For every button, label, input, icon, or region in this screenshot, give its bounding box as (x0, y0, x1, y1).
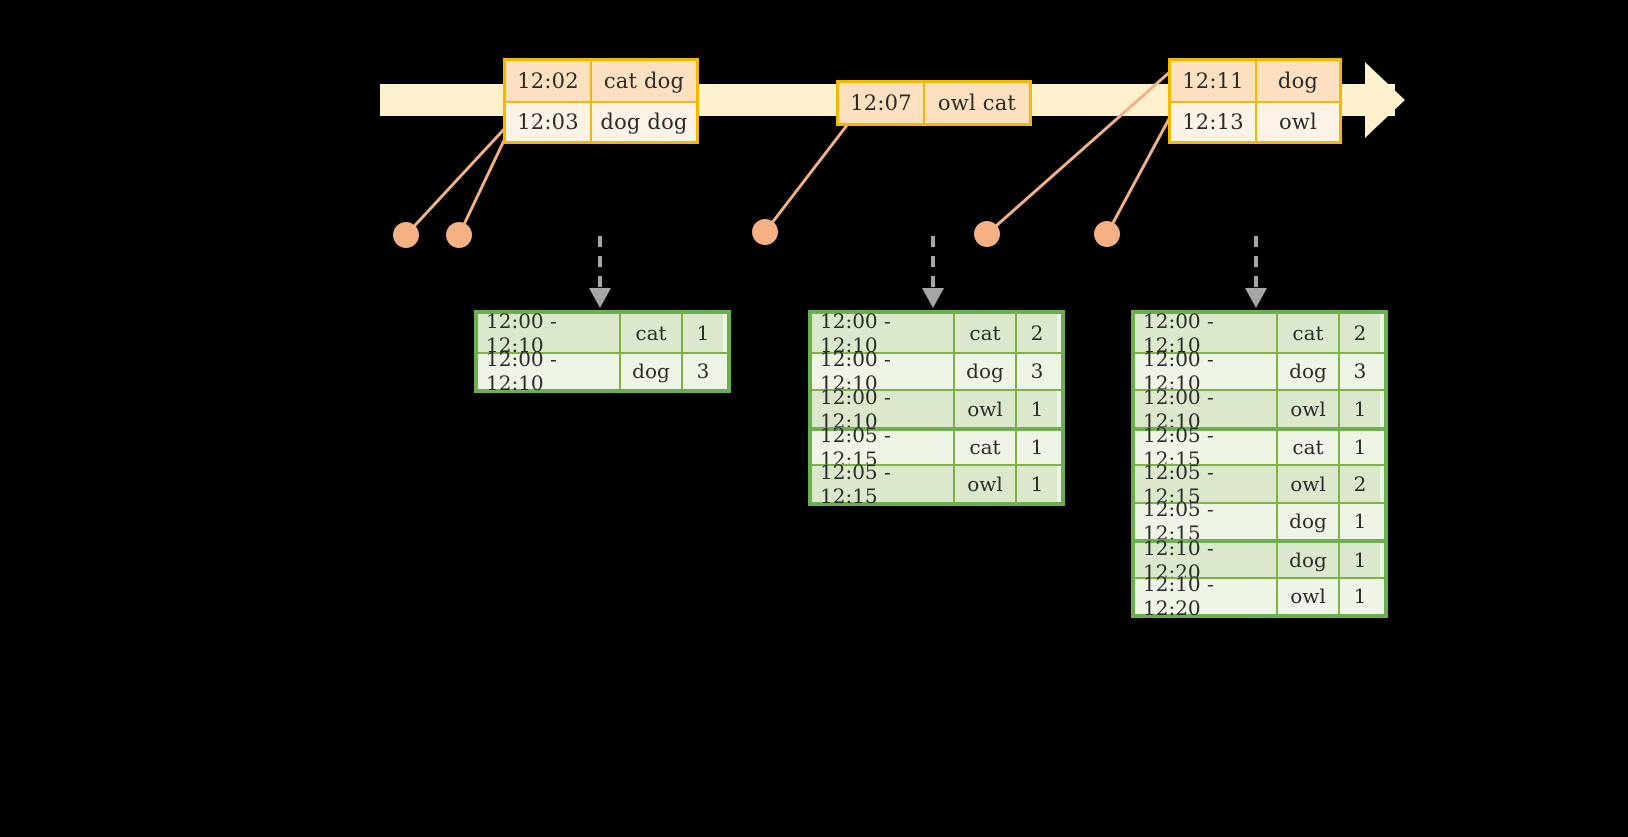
event-words: dog dog (592, 103, 696, 141)
window-cell: 12:05 - 12:15 (812, 460, 955, 508)
event-dot-1213-line (1105, 105, 1178, 235)
word-cell: dog (1278, 353, 1340, 389)
window-cell: 12:05 - 12:15 (1135, 460, 1278, 508)
count-cell: 1 (1017, 391, 1057, 427)
word-cell: cat (1278, 314, 1340, 352)
event-time: 12:11 (1171, 61, 1257, 101)
count-cell: 1 (1340, 578, 1380, 614)
count-cell: 1 (1340, 391, 1380, 427)
window-cell: 12:00 - 12:10 (812, 309, 955, 357)
event-time: 12:13 (1171, 103, 1257, 141)
event-words: cat dog (592, 61, 696, 101)
window-cell: 12:05 - 12:15 (812, 423, 955, 471)
window-cell: 12:00 - 12:10 (812, 347, 955, 395)
word-cell: dog (955, 353, 1017, 389)
event-time: 12:07 (839, 83, 925, 123)
event-words: owl (1257, 103, 1339, 141)
count-cell: 1 (1017, 430, 1057, 464)
count-cell: 3 (1340, 353, 1380, 389)
window-cell: 12:10 - 12:20 (1135, 572, 1278, 620)
count-cell: 1 (1340, 430, 1380, 464)
event-dot-1202[interactable] (393, 222, 419, 248)
count-cell: 2 (1340, 466, 1380, 502)
word-cell: owl (955, 466, 1017, 502)
event-dot-1211[interactable] (974, 221, 1000, 247)
word-cell: owl (1278, 578, 1340, 614)
word-cell: cat (955, 430, 1017, 464)
word-cell: owl (955, 391, 1017, 427)
count-cell: 1 (1340, 503, 1380, 539)
count-cell: 3 (1017, 353, 1057, 389)
word-cell: cat (955, 314, 1017, 352)
event-words: dog (1257, 61, 1339, 101)
window-cell: 12:00 - 12:10 (1135, 347, 1278, 395)
down-arrow-table-1-head (589, 288, 611, 308)
event-words: owl cat (925, 83, 1029, 123)
event-dot-1207-line (763, 119, 853, 233)
word-cell: dog (1278, 543, 1340, 577)
count-cell: 1 (683, 314, 723, 352)
word-cell: cat (1278, 430, 1340, 464)
down-arrow-table-2-head (922, 288, 944, 308)
word-cell: owl (1278, 391, 1340, 427)
word-cell: dog (621, 353, 683, 389)
down-arrow-group (589, 236, 1267, 308)
word-cell: cat (621, 314, 683, 352)
window-cell: 12:00 - 12:10 (1135, 385, 1278, 433)
window-cell: 12:00 - 12:10 (1135, 309, 1278, 357)
count-cell: 3 (683, 353, 723, 389)
window-cell: 12:00 - 12:10 (478, 309, 621, 357)
word-cell: owl (1278, 466, 1340, 502)
count-cell: 2 (1340, 314, 1380, 352)
count-cell: 2 (1017, 314, 1057, 352)
window-cell: 12:05 - 12:15 (1135, 497, 1278, 545)
down-arrow-table-3-head (1245, 288, 1267, 308)
event-time: 12:03 (506, 103, 592, 141)
window-cell: 12:05 - 12:15 (1135, 423, 1278, 471)
event-dot-1207[interactable] (752, 219, 778, 245)
window-cell: 12:00 - 12:10 (812, 385, 955, 433)
count-cell: 1 (1017, 466, 1057, 502)
event-dot-1213[interactable] (1094, 221, 1120, 247)
word-cell: dog (1278, 503, 1340, 539)
count-cell: 1 (1340, 543, 1380, 577)
event-time: 12:02 (506, 61, 592, 101)
event-dot-1203-line (457, 129, 511, 236)
window-cell: 12:00 - 12:10 (478, 347, 621, 395)
event-dot-1203[interactable] (446, 222, 472, 248)
